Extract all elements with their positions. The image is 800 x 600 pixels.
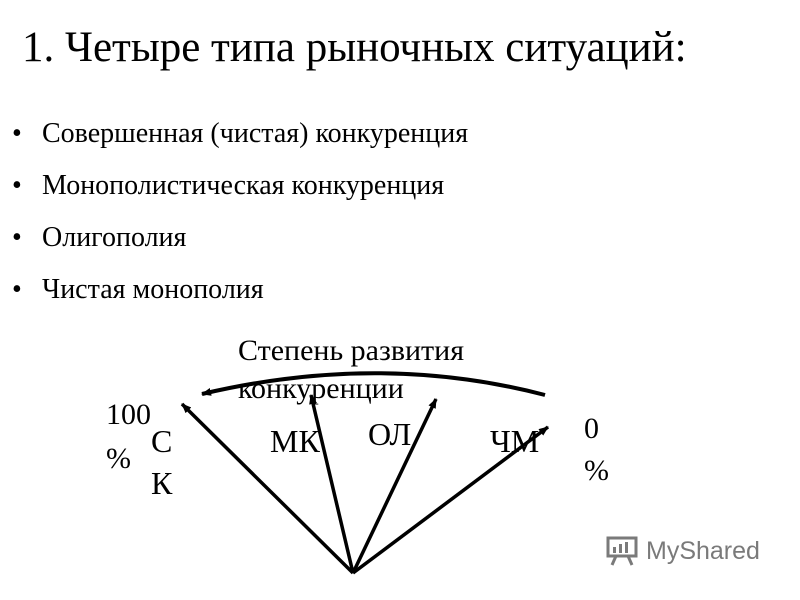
label-sk-line2: К (151, 465, 173, 501)
bullet-icon: • (12, 118, 22, 149)
arrow-ol (351, 398, 438, 574)
right-value-number: 0 (584, 412, 599, 445)
label-ol: ОЛ (368, 416, 412, 452)
slide-title: 1. Четыре типа рыночных ситуаций: (22, 24, 687, 71)
right-value-unit: % (584, 454, 609, 487)
watermark: MyShared (606, 536, 760, 566)
arrow-mk (309, 394, 355, 574)
watermark-text: MyShared (646, 536, 760, 565)
left-value-number: 100 (106, 398, 151, 431)
market-types-list: •Совершенная (чистая) конкуренция •Моноп… (12, 116, 468, 324)
list-item: •Олигополия (12, 220, 468, 272)
bullet-icon: • (12, 170, 22, 201)
arc-label-line1: Степень развития (238, 334, 464, 367)
arc-label-line2: конкуренции (238, 372, 404, 405)
bullet-icon: • (12, 274, 22, 305)
arrow-sk (180, 402, 355, 575)
label-chm: ЧМ (490, 423, 540, 459)
left-value-unit: % (106, 442, 131, 475)
presentation-board-icon (606, 536, 638, 566)
list-item: •Чистая монополия (12, 272, 468, 324)
bullet-icon: • (12, 222, 22, 253)
list-item: •Совершенная (чистая) конкуренция (12, 116, 468, 168)
arrow-chm (351, 425, 550, 575)
competition-degree-arc-arrow (201, 371, 546, 397)
label-mk: МК (270, 423, 320, 459)
list-item: •Монополистическая конкуренция (12, 168, 468, 220)
label-sk-line1: С (151, 423, 173, 459)
